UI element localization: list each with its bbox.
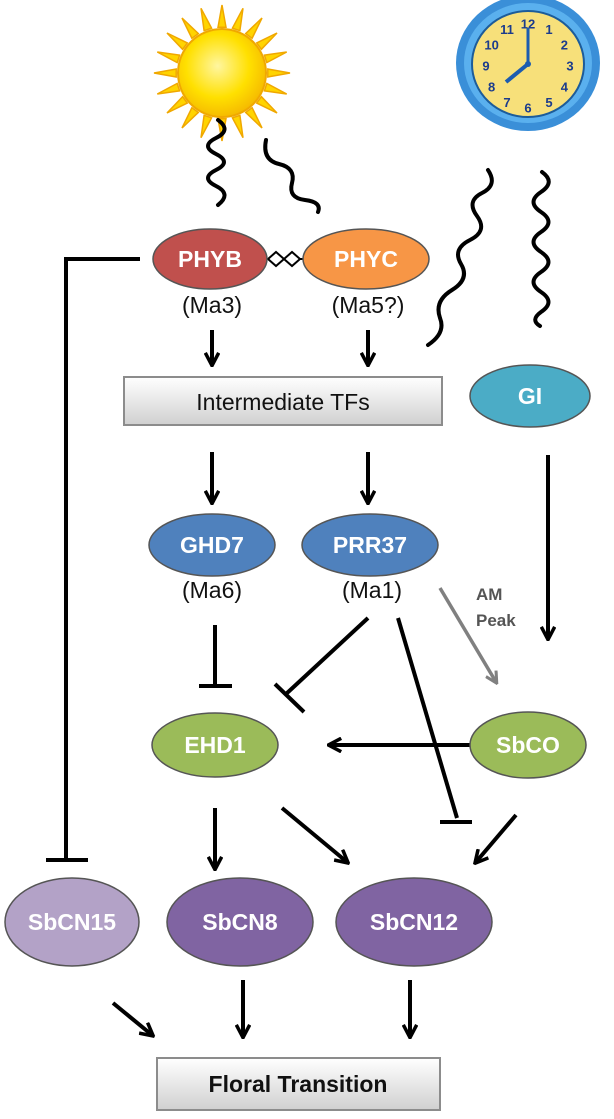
node-sbcn12-label: SbCN12 [370,909,458,935]
sun-icon [153,4,291,142]
edge-prr37-to-sbco-am-peak [438,587,496,682]
phyb-phyc-binding-connector [262,250,304,268]
clock-number: 8 [488,80,495,95]
node-ghd7: GHD7 [148,513,276,577]
light-wave-3 [426,168,494,347]
edge-sbco-to-sbcn12 [476,813,518,862]
node-phyb-shape [152,228,268,290]
clock-number: 3 [566,59,573,74]
node-sbco-label: SbCO [496,732,560,758]
floral-transition-box [156,1057,441,1111]
node-phyb-sublabel: (Ma3) [182,292,242,318]
node-prr37-shape [301,513,439,577]
node-phyb: PHYB [152,228,268,290]
node-ehd1: EHD1 [151,712,279,778]
clock-number: 10 [484,38,498,53]
light-wave-2 [263,138,321,214]
node-prr37: PRR37 [301,513,439,577]
node-ehd1-label: EHD1 [184,732,246,758]
node-phyb-label: PHYB [178,246,242,272]
node-gi-shape [469,364,591,428]
node-sbcn15-shape [4,877,140,967]
intermediate-tfs-label: Intermediate TFs [196,389,369,415]
clock-number: 6 [524,101,531,116]
edge-phyb-inhibits-sbcn15 [64,257,140,859]
light-wave-1 [206,118,227,207]
node-gi: GI [469,364,591,428]
node-sbcn8-shape [166,877,314,967]
edge-prr37-inhibits-sbcn12 [396,617,459,819]
node-sbco-shape [469,711,587,779]
node-phyc-shape [302,228,430,290]
node-sbcn15-label: SbCN15 [28,909,116,935]
node-sbcn15: SbCN15 [4,877,140,967]
clock-number: 9 [482,59,489,74]
floral-transition-label: Floral Transition [209,1071,388,1097]
edge-prr37-inhibits-ehd1 [284,616,370,696]
node-sbcn12-shape [335,877,493,967]
node-ehd1-shape [151,712,279,778]
node-ghd7-sublabel: (Ma6) [182,577,242,603]
node-sbcn8: SbCN8 [166,877,314,967]
sun-rays [153,4,291,142]
clock-number: 7 [503,95,510,110]
node-phyc: PHYC [302,228,430,290]
node-sbcn8-label: SbCN8 [202,909,278,935]
light-wave-4 [531,170,551,328]
node-prr37-sublabel: (Ma1) [342,577,402,603]
clock-number: 2 [561,38,568,53]
node-ghd7-shape [148,513,276,577]
node-sbco: SbCO [469,711,587,779]
clock-number: 5 [545,95,552,110]
edge-sbcn15-to-floral [111,1001,152,1035]
node-prr37-label: PRR37 [333,532,407,558]
node-sbcn12: SbCN12 [335,877,493,967]
clock-number: 4 [561,80,569,95]
edge-prr37-inhibits-ehd1-bar [273,682,306,714]
intermediate-tfs-box [123,376,443,426]
node-gi-label: GI [518,383,542,409]
am-peak-label-line1: AM [476,585,502,604]
node-ghd7-label: GHD7 [180,532,244,558]
node-phyc-sublabel: (Ma5?) [332,292,405,318]
clock-number: 12 [521,17,535,32]
node-phyc-label: PHYC [334,246,398,272]
clock-number: 1 [545,22,552,37]
edge-ehd1-to-sbcn12 [280,806,347,862]
am-peak-label-line2: Peak [476,611,516,630]
clock-number: 11 [500,22,514,37]
